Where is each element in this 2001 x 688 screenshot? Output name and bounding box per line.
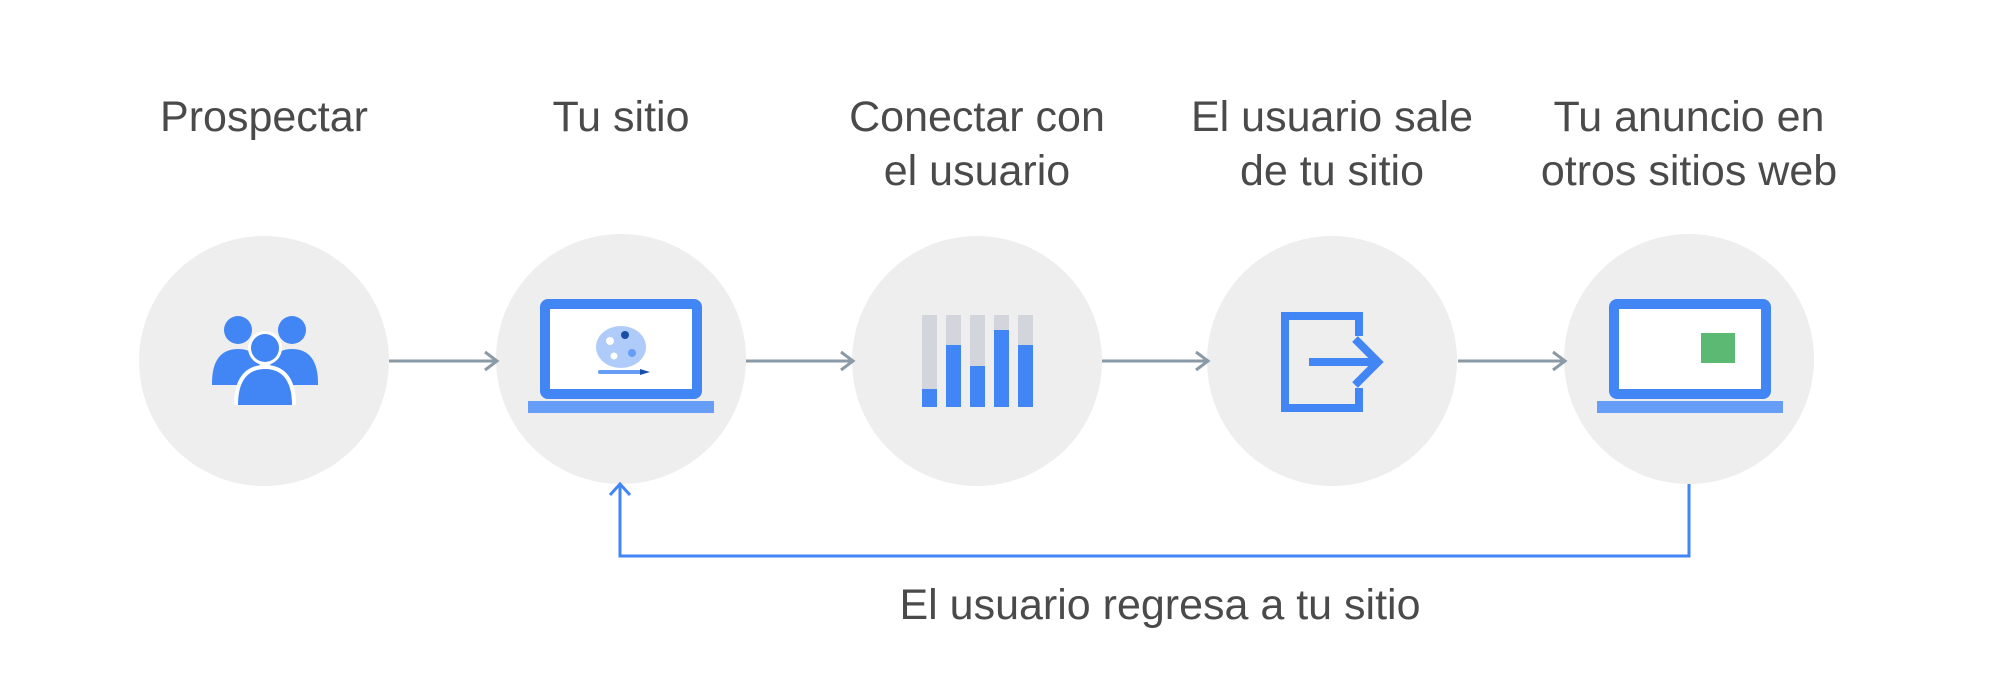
arrow-1 [389,350,500,372]
arrow-4 [1458,350,1568,372]
step-label-anuncio: Tu anuncio en otros sitios web [1540,93,1838,195]
arrow-3 [1102,350,1211,372]
step-label-conectar: Conectar con el usuario [849,93,1105,195]
step-label-usuario-sale: El usuario sale de tu sitio [1190,93,1474,195]
step-label-tu-sitio: Tu sitio [552,93,690,141]
bar-chart-icon [922,315,1033,407]
laptop-palette-icon [528,299,714,413]
return-label: El usuario regresa a tu sitio [899,581,1421,629]
laptop-ad-icon [1597,299,1783,413]
people-group-icon [212,316,318,405]
return-loop-arrow [608,481,1691,558]
exit-icon [1281,312,1384,412]
arrow-2 [746,350,856,372]
step-label-prospectar: Prospectar [160,93,368,141]
